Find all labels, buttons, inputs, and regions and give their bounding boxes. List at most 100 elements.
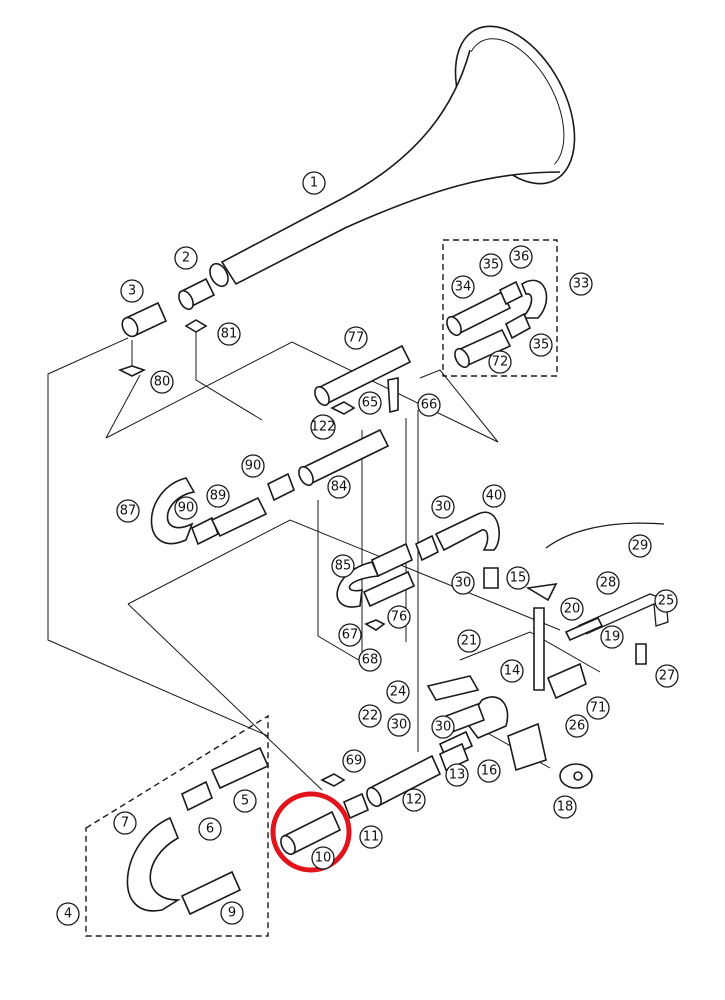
callout-label: 27 — [659, 669, 676, 684]
callout-label: 29 — [632, 539, 649, 554]
hose-40 — [414, 511, 500, 589]
callout-circle — [386, 680, 410, 704]
callout-label: 9 — [228, 906, 236, 921]
callout-circle — [358, 391, 382, 415]
callout-circle — [431, 495, 455, 519]
callout-19: 19 — [600, 625, 624, 649]
callout-circle — [451, 275, 475, 299]
callout-circle — [344, 326, 368, 350]
coupling-group-top-left — [121, 277, 263, 421]
callout-24: 24 — [386, 680, 410, 704]
callout-15: 15 — [506, 566, 530, 590]
callout-5: 5 — [233, 789, 257, 813]
callout-label: 22 — [362, 709, 379, 724]
callout-label: 14 — [504, 664, 521, 679]
callout-84: 84 — [327, 475, 351, 499]
callout-label: 3 — [128, 284, 136, 299]
callout-85: 85 — [331, 554, 355, 578]
callout-21: 21 — [457, 629, 481, 653]
callout-label: 71 — [590, 701, 607, 716]
callout-circle — [500, 659, 524, 683]
callout-circle — [457, 629, 481, 653]
callout-label: 1 — [310, 176, 318, 191]
callout-label: 67 — [342, 628, 359, 643]
callout-label: 35 — [533, 338, 550, 353]
callout-label: 24 — [390, 685, 407, 700]
callout-label: 122 — [311, 420, 336, 435]
callout-circle — [553, 795, 577, 819]
callout-circle — [654, 589, 678, 613]
callout-label: 4 — [64, 907, 72, 922]
callout-10: 10 — [311, 846, 335, 870]
callout-label: 65 — [362, 396, 379, 411]
callout-2: 2 — [174, 246, 198, 270]
callout-7: 7 — [113, 811, 137, 835]
callout-circle — [311, 846, 335, 870]
callout-label: 30 — [455, 576, 472, 591]
callout-label: 15 — [510, 571, 527, 586]
callout-90: 90 — [241, 454, 265, 478]
callout-label: 68 — [362, 653, 379, 668]
callout-circle — [387, 605, 411, 629]
callout-27: 27 — [655, 664, 679, 688]
callout-circle — [600, 625, 624, 649]
callout-label: 35 — [483, 258, 500, 273]
callout-label: 85 — [335, 559, 352, 574]
callout-30: 30 — [431, 495, 455, 519]
callout-label: 36 — [513, 250, 530, 265]
callout-circle — [655, 664, 679, 688]
callout-12: 12 — [402, 788, 426, 812]
kit-box-33 — [442, 239, 558, 377]
callout-4: 4 — [56, 902, 80, 926]
callout-81: 81 — [217, 322, 241, 346]
callout-label: 69 — [346, 754, 363, 769]
callout-90: 90 — [174, 496, 198, 520]
callout-circle — [477, 759, 501, 783]
hose-84 — [300, 428, 390, 486]
callout-label: 6 — [206, 822, 214, 837]
callout-40: 40 — [482, 484, 506, 508]
callout-label: 81 — [221, 327, 238, 342]
callout-71: 71 — [586, 696, 610, 720]
callout-circle — [113, 811, 137, 835]
horn-trumpet — [209, 25, 576, 288]
callout-68: 68 — [358, 648, 382, 672]
callout-34: 34 — [451, 275, 475, 299]
callout-35: 35 — [479, 253, 503, 277]
callout-label: 26 — [569, 719, 586, 734]
callout-circle — [451, 571, 475, 595]
callout-label: 5 — [241, 794, 249, 809]
callout-circle — [387, 713, 411, 737]
callout-30: 30 — [451, 571, 475, 595]
tube-line-10-13 — [280, 742, 470, 856]
callout-circle — [628, 534, 652, 558]
callout-16: 16 — [477, 759, 501, 783]
callout-label: 19 — [604, 630, 621, 645]
callout-label: 87 — [120, 504, 137, 519]
callout-circle — [417, 393, 441, 417]
kit-33-parts — [446, 279, 548, 369]
callout-circle — [174, 496, 198, 520]
callout-11: 11 — [359, 825, 383, 849]
callout-circle — [402, 788, 426, 812]
bent-hose-87 — [150, 472, 296, 546]
callout-label: 30 — [435, 720, 452, 735]
callout-77: 77 — [344, 326, 368, 350]
callout-label: 2 — [182, 251, 190, 266]
callout-label: 90 — [245, 459, 262, 474]
callout-26: 26 — [565, 714, 589, 738]
callout-66: 66 — [417, 393, 441, 417]
callout-label: 16 — [481, 764, 498, 779]
callout-22: 22 — [358, 704, 382, 728]
callout-circle — [565, 714, 589, 738]
callout-label: 11 — [363, 830, 380, 845]
callout-circle — [217, 322, 241, 346]
callout-35: 35 — [529, 333, 553, 357]
callout-circle — [116, 499, 140, 523]
callout-29: 29 — [628, 534, 652, 558]
callout-label: 40 — [486, 489, 503, 504]
callout-circle — [198, 817, 222, 841]
callout-36: 36 — [509, 245, 533, 269]
callout-circle — [338, 623, 362, 647]
callout-circle — [509, 245, 533, 269]
